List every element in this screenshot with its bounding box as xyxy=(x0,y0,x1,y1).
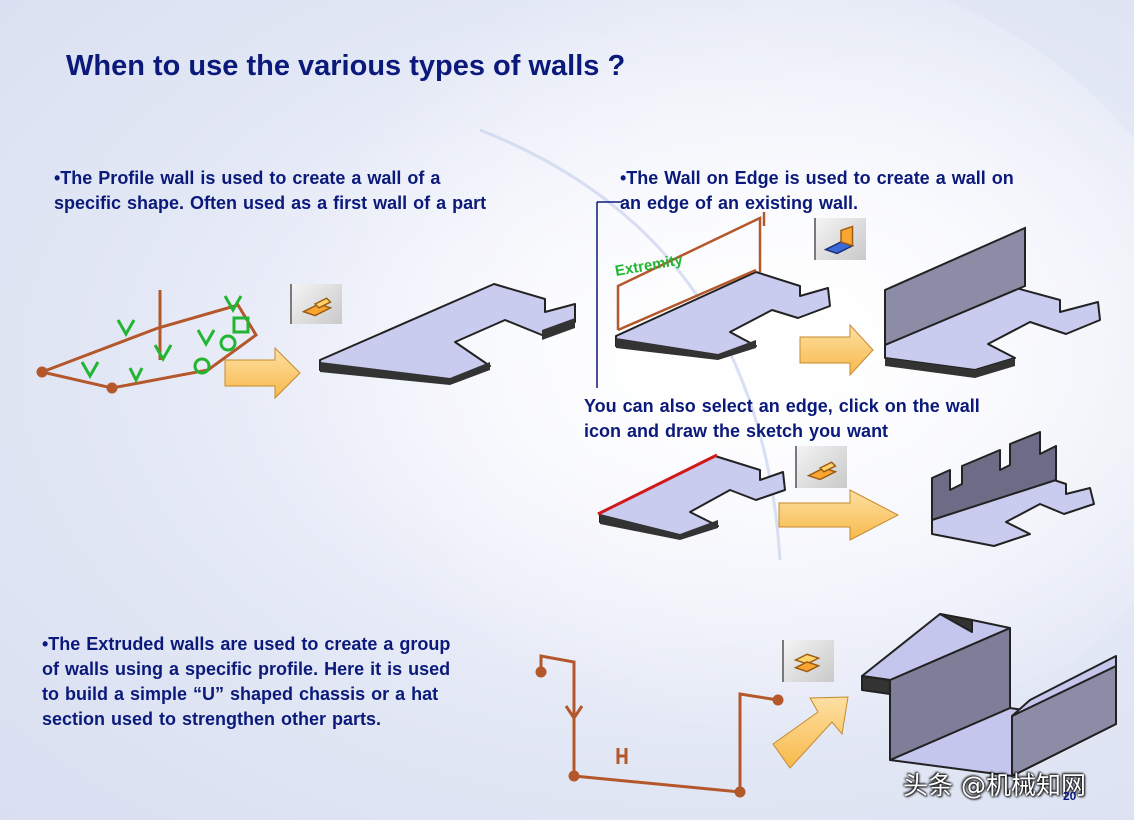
wall-icon xyxy=(301,297,333,317)
page-title: When to use the various types of walls ? xyxy=(66,50,626,82)
wall-icon xyxy=(806,461,838,481)
profile-wall-plate xyxy=(319,283,576,385)
extremity-label: Extremity xyxy=(614,251,685,280)
wall-tool-icon[interactable] xyxy=(290,284,342,324)
arrow-right-icon xyxy=(224,346,301,400)
watermark: 头条 @机械知网 xyxy=(903,771,1086,800)
arrow-right-icon xyxy=(778,489,900,541)
page-number: 20 xyxy=(1063,789,1077,803)
extruded-walls-text: •The Extruded walls are used to create a… xyxy=(42,634,451,729)
wall-on-edge-text: •The Wall on Edge is used to create a wa… xyxy=(620,168,1014,213)
wall-on-edge-plate xyxy=(615,271,831,360)
selected-edge xyxy=(597,453,718,516)
arrow-diagonal-icon xyxy=(772,696,849,769)
wall-on-edge-result xyxy=(884,226,1101,378)
select-edge-text: You can also select an edge, click on th… xyxy=(584,396,980,441)
u-channel-result xyxy=(861,613,1117,777)
arrow-right-icon xyxy=(799,323,874,377)
extrusion-tool-icon[interactable] xyxy=(782,640,834,682)
profile-sketch xyxy=(36,290,258,394)
select-edge-result xyxy=(931,431,1095,547)
wall-on-edge-icon xyxy=(823,225,855,255)
wall-on-edge-tool-icon[interactable] xyxy=(814,218,866,260)
constraint-symbols xyxy=(80,295,250,384)
profile-wall-text: •The Profile wall is used to create a wa… xyxy=(54,168,487,213)
extrusion-icon xyxy=(793,653,821,673)
select-edge-plate xyxy=(597,453,786,540)
wall-on-edge-sketch xyxy=(616,212,766,332)
extruded-profile-sketch xyxy=(535,654,784,798)
wall-tool-icon-2[interactable] xyxy=(795,446,847,488)
